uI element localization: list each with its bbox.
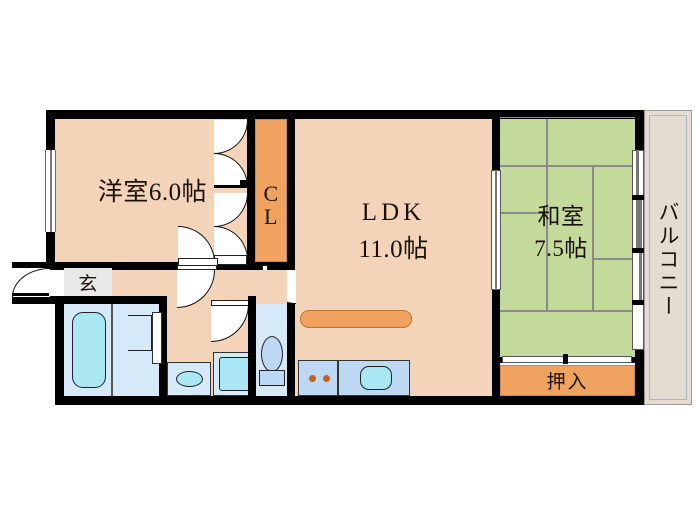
- bath-door-fold-mark: [128, 315, 152, 333]
- bathtub: [72, 312, 106, 388]
- washitsu-wall-notch: [500, 117, 635, 118]
- closet-cl: [255, 119, 287, 262]
- wall-ldk-left: [287, 110, 295, 405]
- stove-burner-left: [309, 375, 316, 382]
- cl-door-rail-upper: [214, 185, 247, 188]
- tatami-line-1: [546, 119, 548, 166]
- exterior-wall-bottom: [55, 396, 644, 405]
- entry-wall-bottom: [12, 296, 64, 304]
- bath-door-panel[interactable]: [152, 312, 162, 364]
- closet-cl-letter-l: L: [264, 204, 278, 229]
- closet-cl-label: C L: [255, 175, 287, 235]
- washbasin-sink: [176, 371, 203, 387]
- yoshitsu-door-threshold: [178, 258, 218, 266]
- balcony-door-stile-low: [632, 300, 644, 305]
- fusuma-panel-line: [495, 170, 497, 290]
- bath-door-fold-mark2: [128, 333, 152, 351]
- room-washitsu: [500, 119, 635, 361]
- tatami-line-6: [500, 212, 546, 214]
- window-yoshitsu-line: [50, 150, 52, 232]
- balcony-inner-line: [649, 115, 687, 400]
- tatami-line-3: [592, 165, 594, 311]
- washroom-door-leaf: [211, 300, 251, 306]
- washing-machine-drum: [219, 357, 250, 391]
- genkan-area: [64, 268, 112, 296]
- kitchen-sink-basin: [360, 366, 392, 390]
- genkan-label: 玄: [78, 273, 98, 295]
- bath-divider: [111, 304, 113, 396]
- entrance-door-leaf: [12, 293, 49, 296]
- washitsu-label-line1: 和室: [537, 204, 585, 229]
- washitsu-label-line2: 7.5帖: [534, 236, 588, 261]
- wall-wet-block-top: [55, 296, 167, 304]
- room-ldk: [295, 119, 492, 396]
- ldk-label-line1: LDK: [361, 199, 426, 226]
- toilet-tank: [259, 370, 285, 386]
- cl-door-opening-lower: [214, 255, 247, 265]
- cl-door-center-post: [240, 180, 248, 188]
- balcony-door-panel-1: [636, 150, 639, 250]
- tatami-line-4: [546, 165, 548, 311]
- tatami-line-7: [592, 258, 635, 260]
- tatami-line-2: [500, 165, 635, 167]
- wall-cl-left: [247, 110, 255, 270]
- exterior-wall-left-lower: [55, 303, 64, 405]
- wall-bath-right: [159, 296, 167, 396]
- balcony-label: バルコニー: [656, 201, 680, 319]
- balcony-door-stile-top: [632, 195, 644, 200]
- oshiire-label: 押入: [546, 372, 589, 393]
- balcony-door-stile-mid: [632, 248, 644, 253]
- wall-toilet-left: [248, 296, 256, 396]
- entry-wall-top: [12, 262, 64, 268]
- balcony-area: [644, 110, 692, 405]
- toilet-bowl: [261, 336, 283, 372]
- exterior-wall-top: [46, 110, 644, 119]
- stove-burner-right: [323, 375, 330, 382]
- ldk-label-line2: 11.0帖: [358, 236, 429, 263]
- closet-cl-letter-c: C: [263, 180, 279, 206]
- oshiire-door-stile: [563, 354, 568, 364]
- wall-bedroom-bottom: [46, 262, 294, 270]
- kitchen-counter: [300, 310, 412, 328]
- closet-oshiire: [500, 365, 635, 396]
- kitchen-stove-unit: [298, 360, 338, 396]
- tatami-line-5: [500, 310, 635, 312]
- yoshitsu-label: 洋室6.0帖: [97, 179, 208, 206]
